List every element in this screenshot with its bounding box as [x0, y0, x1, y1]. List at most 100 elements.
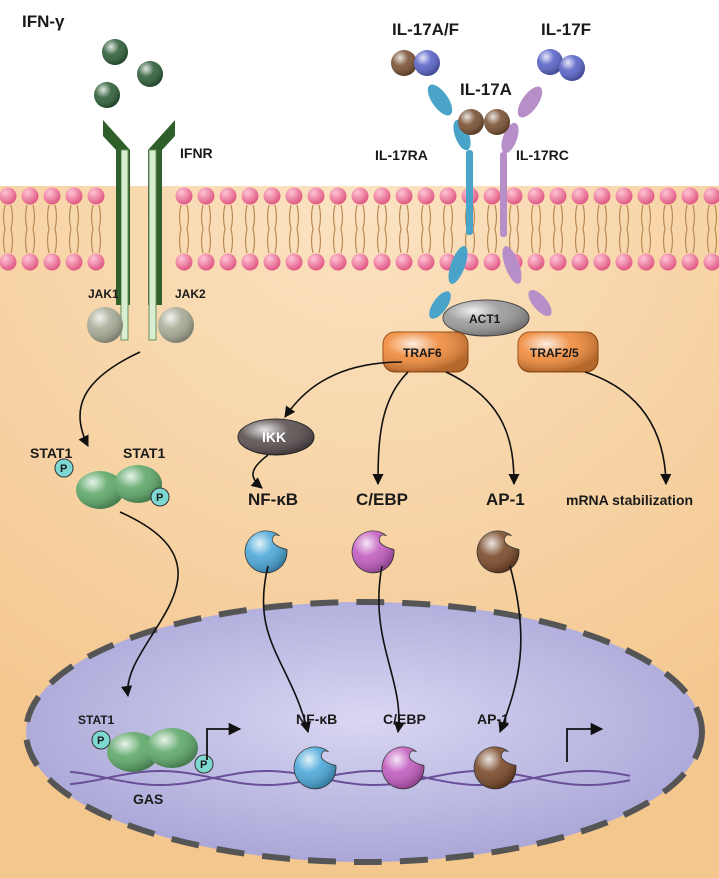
lipid-head-outer	[483, 187, 501, 205]
nucleus	[23, 599, 705, 865]
svg-text:TRAF2/5: TRAF2/5	[530, 346, 579, 360]
jak1-label: JAK1	[88, 287, 119, 301]
nfkb-label: NF-κB	[248, 490, 298, 509]
lipid-head-inner	[241, 253, 259, 271]
svg-text:IKK: IKK	[262, 429, 286, 445]
ifnr-receptor	[103, 120, 175, 341]
phospho-badge: P	[91, 730, 111, 750]
lipid-head-inner	[307, 253, 325, 271]
stat1-dimer-nuclear	[107, 728, 198, 772]
lipid-head-inner	[593, 253, 611, 271]
lipid-head-outer	[43, 187, 61, 205]
svg-text:P: P	[156, 492, 163, 504]
lipid-head-outer	[307, 187, 325, 205]
ikk-to-nfkb-arrow	[250, 454, 269, 489]
lipid-head-inner	[395, 253, 413, 271]
il17a-label: IL-17A	[460, 80, 512, 99]
lipid-head-outer	[439, 187, 457, 205]
signaling-arrows	[78, 351, 672, 734]
ifnr-label: IFNR	[180, 145, 213, 161]
lipid-head-inner	[0, 253, 17, 271]
traf25-to-mrna-arrow	[584, 371, 672, 486]
lipid-head-inner	[681, 253, 699, 271]
il17ra-label: IL-17RA	[375, 147, 428, 163]
ikk-complex: IKK	[237, 418, 315, 456]
lipid-head-outer	[659, 187, 677, 205]
lipid-head-inner	[571, 253, 589, 271]
lipid-head-outer	[263, 187, 281, 205]
stat1-to-nucleus-arrow	[119, 511, 179, 698]
traf6-to-ap1-arrow	[445, 371, 520, 486]
il17f-label: IL-17F	[541, 20, 591, 39]
il17f-ligand	[537, 49, 585, 81]
lipid-head-inner	[65, 253, 83, 271]
lipid-head-outer	[0, 187, 17, 205]
stat1-dimer	[76, 465, 162, 509]
lipid-head-outer	[681, 187, 699, 205]
jak2-kinase	[158, 307, 194, 343]
lipid-head-outer	[219, 187, 237, 205]
jak-to-stat1-arrow	[78, 351, 141, 448]
cebp-label: C/EBP	[356, 490, 408, 509]
lipid-head-inner	[351, 253, 369, 271]
lipid-head-inner	[615, 253, 633, 271]
lipid-head-inner	[659, 253, 677, 271]
nfkb-factor-nuclear	[293, 746, 337, 790]
lipid-head-outer	[65, 187, 83, 205]
phospho-badge: P	[194, 754, 214, 774]
lipid-head-outer	[615, 187, 633, 205]
lipid-head-inner	[175, 253, 193, 271]
mrna-stabilization-label: mRNA stabilization	[566, 492, 693, 508]
stat1-left-label: STAT1	[30, 445, 72, 461]
lipid-head-inner	[43, 253, 61, 271]
jak2-label: JAK2	[175, 287, 206, 301]
lipid-head-inner	[197, 253, 215, 271]
ap1-factor-nuclear	[473, 746, 517, 790]
traf6-to-ikk-arrow	[284, 361, 403, 418]
lipid-head-outer	[87, 187, 105, 205]
lipid-head-outer	[637, 187, 655, 205]
lipid-head-outer	[21, 187, 39, 205]
lipid-head-outer	[593, 187, 611, 205]
lipid-head-outer	[505, 187, 523, 205]
il17rc-label: IL-17RC	[516, 147, 569, 163]
svg-text:P: P	[200, 759, 207, 771]
nfkb-to-nucleus-arrow	[262, 565, 311, 734]
lipid-head-outer	[175, 187, 193, 205]
il17a-ligand	[458, 109, 510, 135]
lipid-head-inner	[285, 253, 303, 271]
ap1-to-nucleus-arrow	[498, 565, 522, 734]
cebp-factor	[351, 530, 395, 574]
lipid-head-outer	[417, 187, 435, 205]
ap1-factor	[476, 530, 520, 574]
dna-strand	[69, 770, 631, 786]
jak1-kinase	[87, 307, 123, 343]
svg-text:ACT1: ACT1	[469, 312, 501, 326]
stat1-right-label: STAT1	[123, 445, 165, 461]
lipid-head-inner	[483, 253, 501, 271]
lipid-head-outer	[329, 187, 347, 205]
lipid-head-outer	[703, 187, 719, 205]
lipid-head-outer	[549, 187, 567, 205]
lipid-head-outer	[395, 187, 413, 205]
lipid-head-outer	[285, 187, 303, 205]
traf6-adaptor: TRAF6	[382, 331, 469, 373]
il17rc-receptor	[500, 86, 552, 317]
lipid-head-outer	[571, 187, 589, 205]
lipid-head-inner	[373, 253, 391, 271]
traf6-to-cebp-arrow	[372, 371, 409, 486]
lipid-head-outer	[197, 187, 215, 205]
transcription-start-arrow	[206, 722, 242, 760]
il17ra-receptor	[427, 84, 473, 319]
cebp-factor-nuclear	[381, 746, 425, 790]
lipid-head-inner	[87, 253, 105, 271]
lipid-head-inner	[549, 253, 567, 271]
lipid-head-inner	[703, 253, 719, 271]
cebp-to-nucleus-arrow	[378, 565, 405, 734]
cebp-nuclear-label: C/EBP	[383, 711, 426, 727]
lipid-head-inner	[219, 253, 237, 271]
svg-text:TRAF6: TRAF6	[403, 346, 442, 360]
svg-text:P: P	[60, 463, 67, 475]
